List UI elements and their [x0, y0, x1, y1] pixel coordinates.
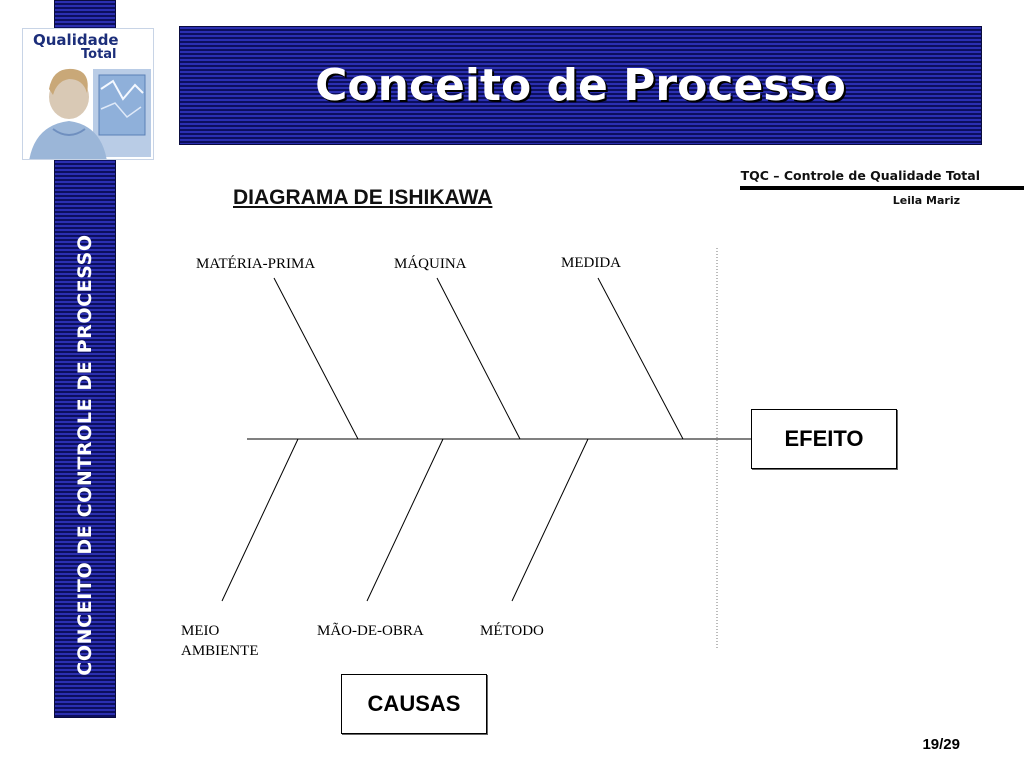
cause-label-meio: MEIO	[181, 623, 220, 639]
cause-label-maquina: MÁQUINA	[394, 256, 467, 272]
cause-label-medida: MEDIDA	[561, 255, 621, 271]
bone-medida	[597, 277, 684, 440]
bone-maquina	[436, 277, 521, 440]
cause-label-mao-de-obra: MÃO-DE-OBRA	[317, 623, 424, 639]
page-number: 19/29	[922, 736, 960, 753]
logo-text-total: Total	[81, 47, 117, 62]
cause-label-metodo: MÉTODO	[480, 623, 544, 639]
author-name: Leila Mariz	[892, 194, 960, 207]
logo-text-qualidade: Qualidade	[33, 31, 119, 49]
cause-label-ambiente: AMBIENTE	[181, 643, 259, 659]
page-title: Conceito de Processo	[315, 60, 846, 111]
diagram-title: DIAGRAMA DE ISHIKAWA	[233, 186, 493, 209]
causes-box: CAUSAS	[341, 674, 487, 734]
course-name: TQC – Controle de Qualidade Total	[740, 168, 980, 183]
bone-meio-ambiente	[221, 438, 299, 602]
bone-mao-de-obra	[366, 438, 444, 602]
logo-illustration	[29, 68, 151, 159]
bone-metodo	[511, 438, 589, 602]
qualidade-total-logo: Qualidade Total	[22, 28, 154, 160]
title-banner: Conceito de Processo	[179, 26, 982, 145]
bone-materia-prima	[273, 277, 359, 440]
cause-label-materia-prima: MATÉRIA-PRIMA	[196, 256, 316, 272]
header-divider	[740, 186, 1024, 190]
effect-box: EFEITO	[751, 409, 897, 469]
